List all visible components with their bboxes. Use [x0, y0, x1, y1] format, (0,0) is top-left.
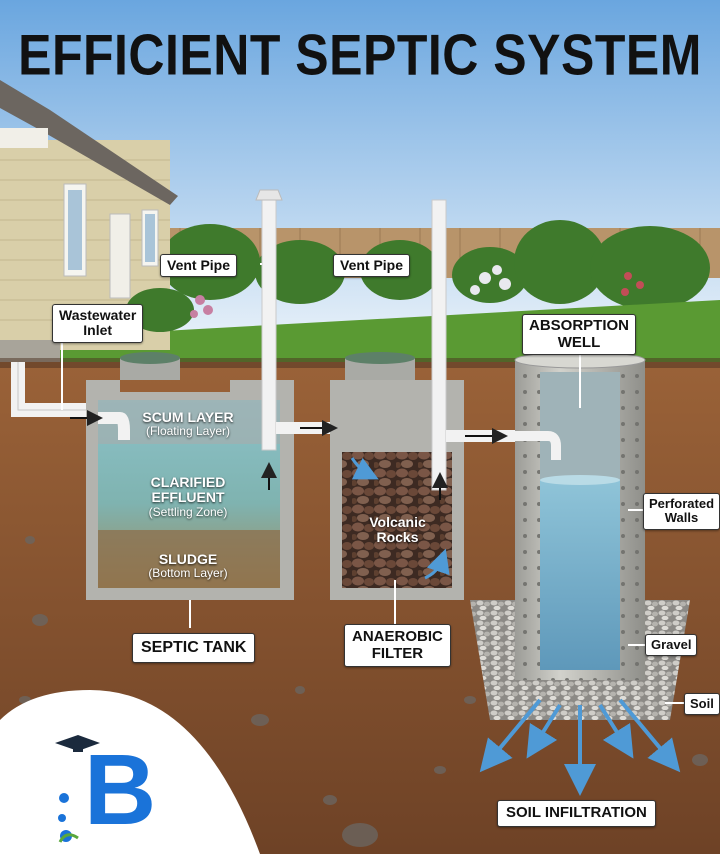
anaerobic-filter-label: ANAEROBIC FILTER — [344, 624, 451, 667]
infiltration-arrows — [479, 698, 681, 796]
scum-layer-sub: (Floating Layer) — [145, 424, 231, 439]
graduation-cap-logo — [0, 690, 260, 854]
vent-pipe-label-1: Vent Pipe — [160, 254, 238, 278]
scum-layer-title: SCUM LAYER — [142, 409, 234, 425]
page-title: EFFICIENT SEPTIC SYSTEM — [18, 22, 702, 88]
vent-pipe-label-2: Vent Pipe — [333, 254, 411, 278]
label-leaders — [61, 263, 684, 704]
soil-label: Soil — [684, 693, 720, 716]
volcanic-rocks-label: Volcanic Rocks — [369, 514, 426, 546]
gravel-label: Gravel — [645, 634, 698, 657]
sludge-layer: SLUDGE (Bottom Layer) — [118, 551, 258, 581]
flow-arrows — [70, 410, 508, 580]
clarified-effluent: CLARIFIED EFFLUENT (Settling Zone) — [118, 474, 258, 519]
scum-layer: SCUM LAYER (Floating Layer) — [118, 409, 258, 439]
clarified-effluent-sub: (Settling Zone) — [148, 504, 228, 519]
logo-letter: B — [84, 734, 157, 846]
sludge-layer-title: SLUDGE — [158, 551, 218, 567]
wastewater-inlet-label: Wastewater Inlet — [52, 304, 144, 343]
perforated-walls-label: Perforated Walls — [643, 493, 720, 530]
clarified-effluent-title: CLARIFIED EFFLUENT — [150, 474, 226, 506]
soil-infiltration-label: SOIL INFILTRATION — [497, 800, 656, 827]
septic-tank-label: SEPTIC TANK — [132, 633, 256, 663]
sludge-layer-sub: (Bottom Layer) — [148, 566, 228, 581]
absorption-well-label: ABSORPTION WELL — [522, 314, 637, 355]
